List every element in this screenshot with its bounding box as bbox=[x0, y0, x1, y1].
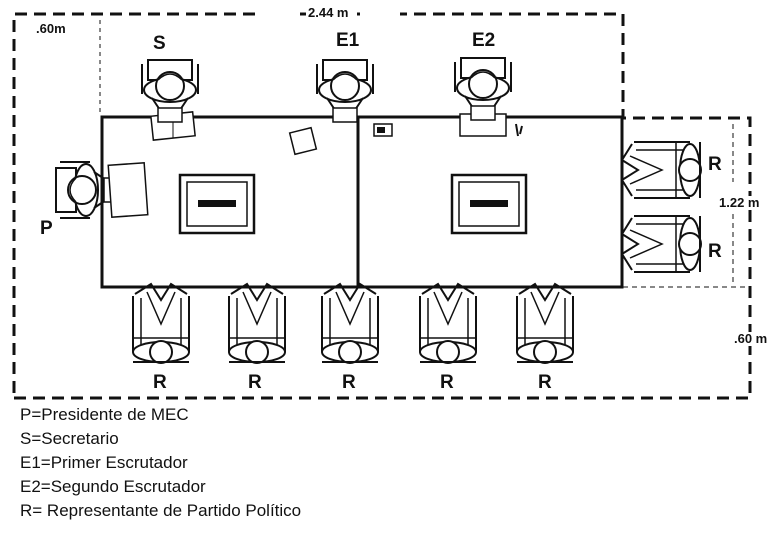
representative-seat-icon bbox=[228, 283, 286, 364]
secretary-label: S bbox=[153, 33, 166, 54]
right-margin-dimension-label: .60 m bbox=[732, 331, 770, 346]
legend: P=Presidente de MEC S=Secretario E1=Prim… bbox=[20, 403, 301, 523]
representative-label: R bbox=[708, 154, 722, 175]
representative-seat-icon bbox=[621, 141, 702, 199]
representative-seat-icon bbox=[132, 283, 190, 364]
document-icon bbox=[373, 123, 393, 137]
first-scrutineer-seat-icon bbox=[316, 59, 374, 123]
legend-item-second-scrutineer: E2=Segundo Escrutador bbox=[20, 477, 206, 496]
representative-label: R bbox=[248, 372, 262, 393]
representative-label: R bbox=[708, 241, 722, 262]
first-scrutineer-label: E1 bbox=[336, 30, 360, 51]
representative-label: R bbox=[342, 372, 356, 393]
second-scrutineer-label: E2 bbox=[472, 30, 496, 51]
second-scrutineer-seat-icon bbox=[454, 57, 512, 121]
representative-seat-icon bbox=[621, 215, 702, 273]
representative-seat-icon bbox=[419, 283, 477, 364]
representative-label: R bbox=[440, 372, 454, 393]
legend-item-secretary: S=Secretario bbox=[20, 429, 119, 448]
height-dimension-label: 1.22 m bbox=[717, 195, 762, 210]
ballot-box-icon bbox=[178, 173, 256, 235]
president-label: P bbox=[40, 218, 53, 239]
representative-seat-icon bbox=[321, 283, 379, 364]
legend-item-first-scrutineer: E1=Primer Escrutador bbox=[20, 453, 188, 472]
legend-item-representative: R= Representante de Partido Político bbox=[20, 501, 302, 520]
top-margin-dimension-label: .60m bbox=[34, 21, 68, 36]
ballot-box-icon bbox=[450, 173, 528, 235]
legend-item-president: P=Presidente de MEC bbox=[20, 405, 189, 424]
document-icon bbox=[288, 126, 318, 156]
width-dimension-label: 2.44 m bbox=[306, 5, 351, 20]
representative-label: R bbox=[538, 372, 552, 393]
representative-label: R bbox=[153, 372, 167, 393]
representative-seat-icon bbox=[516, 283, 574, 364]
